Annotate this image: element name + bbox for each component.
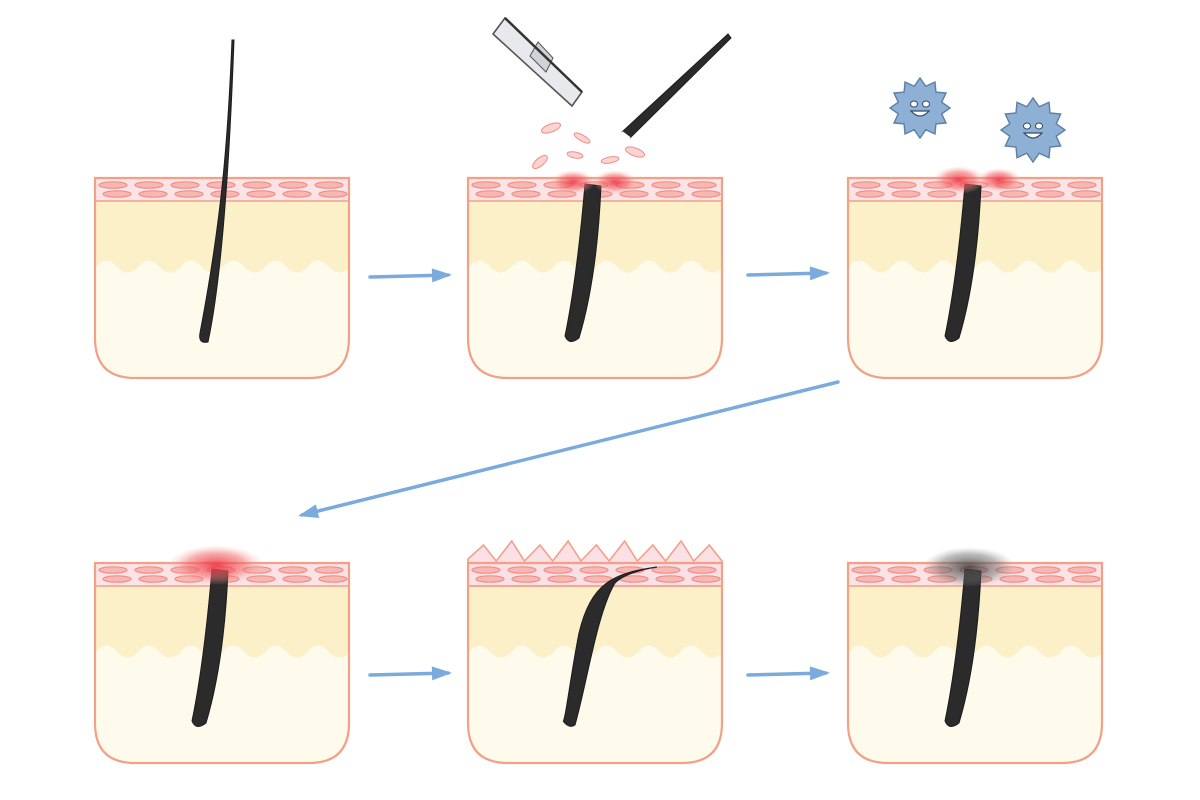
arrows xyxy=(298,266,840,681)
skin-outline xyxy=(93,176,351,380)
skin-panel-3 xyxy=(846,166,1104,380)
skin-outline xyxy=(93,561,351,765)
arrow-diagonal xyxy=(298,380,840,518)
cut-hair-piece xyxy=(621,33,732,139)
bump-left xyxy=(933,166,985,194)
dark-spot xyxy=(923,547,1015,587)
hair-strand-curled xyxy=(562,566,658,727)
irritation-left xyxy=(551,170,595,194)
skin-panel-4 xyxy=(93,545,351,765)
skin-panel-1 xyxy=(93,39,351,380)
skin-outline xyxy=(466,176,724,380)
hair-stub xyxy=(564,183,602,342)
hair-stub xyxy=(944,183,982,342)
skin-outline xyxy=(466,561,724,765)
arrow-right-4 xyxy=(746,666,830,681)
skin-panel-2 xyxy=(466,170,724,380)
arrow-right-3 xyxy=(368,666,452,681)
skin-panel-6 xyxy=(846,547,1104,765)
hair-stub xyxy=(944,568,982,727)
skin-panel-5 xyxy=(466,539,724,765)
germ-icon-right xyxy=(999,96,1067,164)
skin-cells xyxy=(471,566,721,583)
skin-outline xyxy=(846,176,1104,380)
hair-stub xyxy=(191,568,229,727)
arrow-right-2 xyxy=(746,266,830,281)
arrow-right-1 xyxy=(368,268,452,283)
irritation-right xyxy=(593,170,637,194)
germ-icon-left xyxy=(888,76,952,140)
inflamed-bump xyxy=(168,545,264,585)
hair-strand xyxy=(199,39,235,343)
bump-right xyxy=(977,168,1021,192)
razor-shaving-icon xyxy=(491,16,732,170)
skin-outline xyxy=(846,561,1104,765)
